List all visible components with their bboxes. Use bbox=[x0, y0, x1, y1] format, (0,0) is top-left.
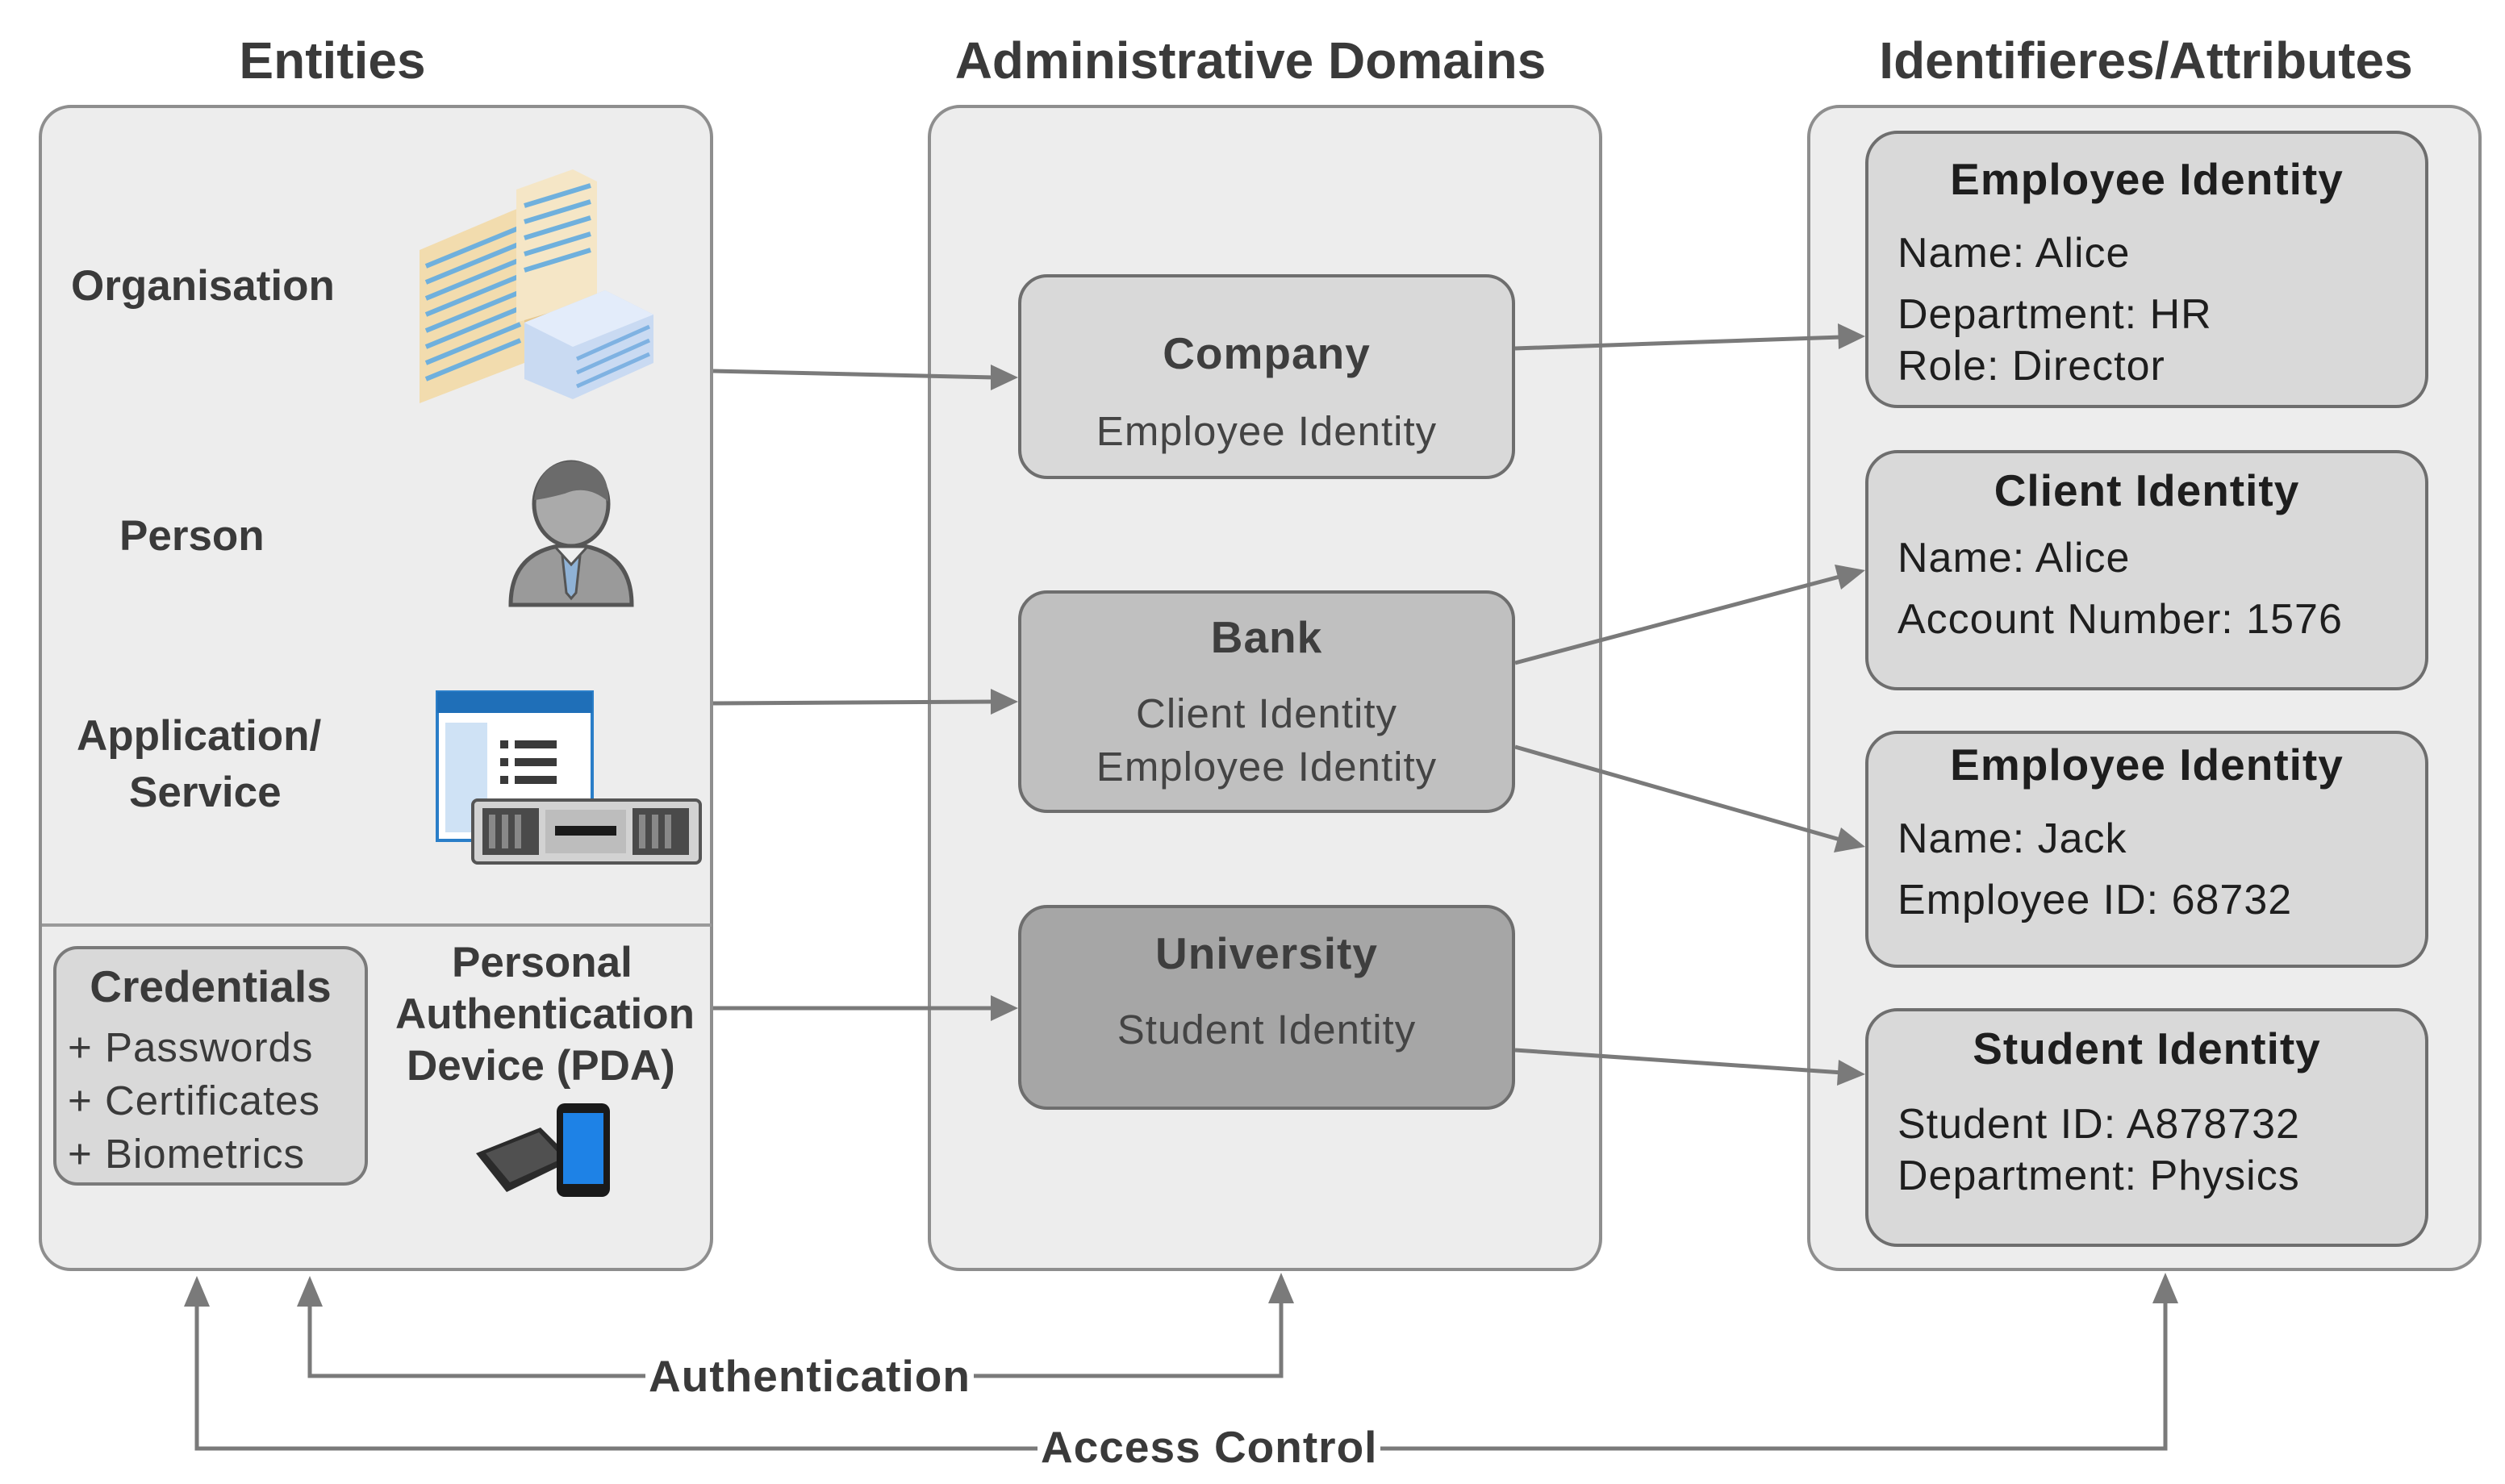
buildings-icon bbox=[420, 169, 653, 403]
identifier-attribute: Account Number: 1576 bbox=[1898, 596, 2343, 643]
tablet-phone-icon bbox=[476, 1103, 610, 1197]
arrow-company-to-employee bbox=[1514, 335, 1842, 351]
identifier-title: Employee Identity bbox=[1950, 154, 2344, 204]
identifier-attribute: Role: Director bbox=[1898, 343, 2165, 390]
arrowhead bbox=[297, 1276, 323, 1307]
identifiers-column-title: Identifieres/Attributes bbox=[1879, 31, 2413, 90]
pda-label-line3: Device (PDA) bbox=[407, 1042, 675, 1090]
arrowhead bbox=[184, 1276, 210, 1307]
domain-company-box: Company Employee Identity bbox=[1018, 274, 1515, 479]
arrowhead bbox=[1268, 1273, 1294, 1303]
credential-item: + Biometrics bbox=[68, 1131, 305, 1177]
domains-column-title: Administrative Domains bbox=[954, 31, 1547, 90]
arrow-organisation-to-company bbox=[712, 369, 995, 380]
domain-identity: Client Identity bbox=[1136, 690, 1397, 736]
domain-identity: Employee Identity bbox=[1096, 408, 1438, 454]
pda-label-line2: Authentication bbox=[395, 990, 695, 1038]
arrow-application-to-bank bbox=[712, 699, 995, 706]
entities-divider bbox=[42, 923, 712, 927]
domain-identity: Student Identity bbox=[1117, 1007, 1417, 1053]
application-label-line2: Service bbox=[129, 769, 282, 816]
identifier-attribute: Department: HR bbox=[1898, 291, 2212, 338]
credentials-box: Credentials + Passwords + Certificates +… bbox=[53, 946, 368, 1186]
domain-name: Bank bbox=[1210, 612, 1323, 662]
credential-item: + Passwords bbox=[68, 1024, 314, 1070]
server-icon bbox=[471, 798, 702, 865]
domain-university-box: University Student Identity bbox=[1018, 905, 1515, 1110]
arrowhead bbox=[1837, 1060, 1865, 1086]
authentication-label: Authentication bbox=[645, 1350, 974, 1402]
identifier-attribute: Employee ID: 68732 bbox=[1898, 877, 2293, 923]
credentials-title: Credentials bbox=[90, 961, 332, 1011]
identifier-box: Student Identity Student ID: A878732 Dep… bbox=[1865, 1008, 2428, 1247]
access-control-label: Access Control bbox=[1037, 1421, 1381, 1473]
arrow-bank-to-employee bbox=[1514, 744, 1843, 843]
identifier-attribute: Name: Jack bbox=[1898, 815, 2127, 862]
identifier-attribute: Department: Physics bbox=[1898, 1153, 2300, 1199]
identifier-box: Employee Identity Name: Jack Employee ID… bbox=[1865, 731, 2428, 968]
identifier-title: Student Identity bbox=[1973, 1023, 2321, 1073]
arrowhead bbox=[991, 365, 1018, 390]
arrowhead bbox=[1834, 827, 1865, 852]
person-label: Person bbox=[119, 512, 265, 560]
identifier-attribute: Student ID: A878732 bbox=[1898, 1101, 2300, 1148]
organisation-label: Organisation bbox=[71, 262, 335, 310]
arrowhead bbox=[991, 689, 1018, 715]
identifier-box: Client Identity Name: Alice Account Numb… bbox=[1865, 450, 2428, 690]
pda-label-line1: Personal bbox=[452, 939, 633, 986]
arrow-bank-to-client bbox=[1514, 573, 1843, 665]
identifier-attribute: Name: Alice bbox=[1898, 535, 2131, 582]
arrowhead bbox=[2152, 1273, 2178, 1303]
arrowhead bbox=[1835, 565, 1865, 590]
application-label-line1: Application/ bbox=[77, 712, 322, 760]
domain-bank-box: Bank Client Identity Employee Identity bbox=[1018, 590, 1515, 813]
domain-identity: Employee Identity bbox=[1096, 744, 1438, 790]
identifier-title: Client Identity bbox=[1994, 465, 2300, 515]
identifier-box: Employee Identity Name: Alice Department… bbox=[1865, 131, 2428, 408]
arrowhead bbox=[991, 995, 1018, 1021]
arrowhead bbox=[1838, 323, 1865, 349]
domain-name: Company bbox=[1163, 328, 1371, 378]
entities-column-title: Entities bbox=[239, 31, 426, 90]
identifier-title: Employee Identity bbox=[1950, 740, 2344, 790]
arrow-university-to-student bbox=[1514, 1048, 1843, 1075]
identifier-attribute: Name: Alice bbox=[1898, 230, 2131, 277]
credential-item: + Certificates bbox=[68, 1078, 321, 1123]
domain-name: University bbox=[1155, 928, 1378, 978]
person-icon bbox=[508, 460, 634, 607]
